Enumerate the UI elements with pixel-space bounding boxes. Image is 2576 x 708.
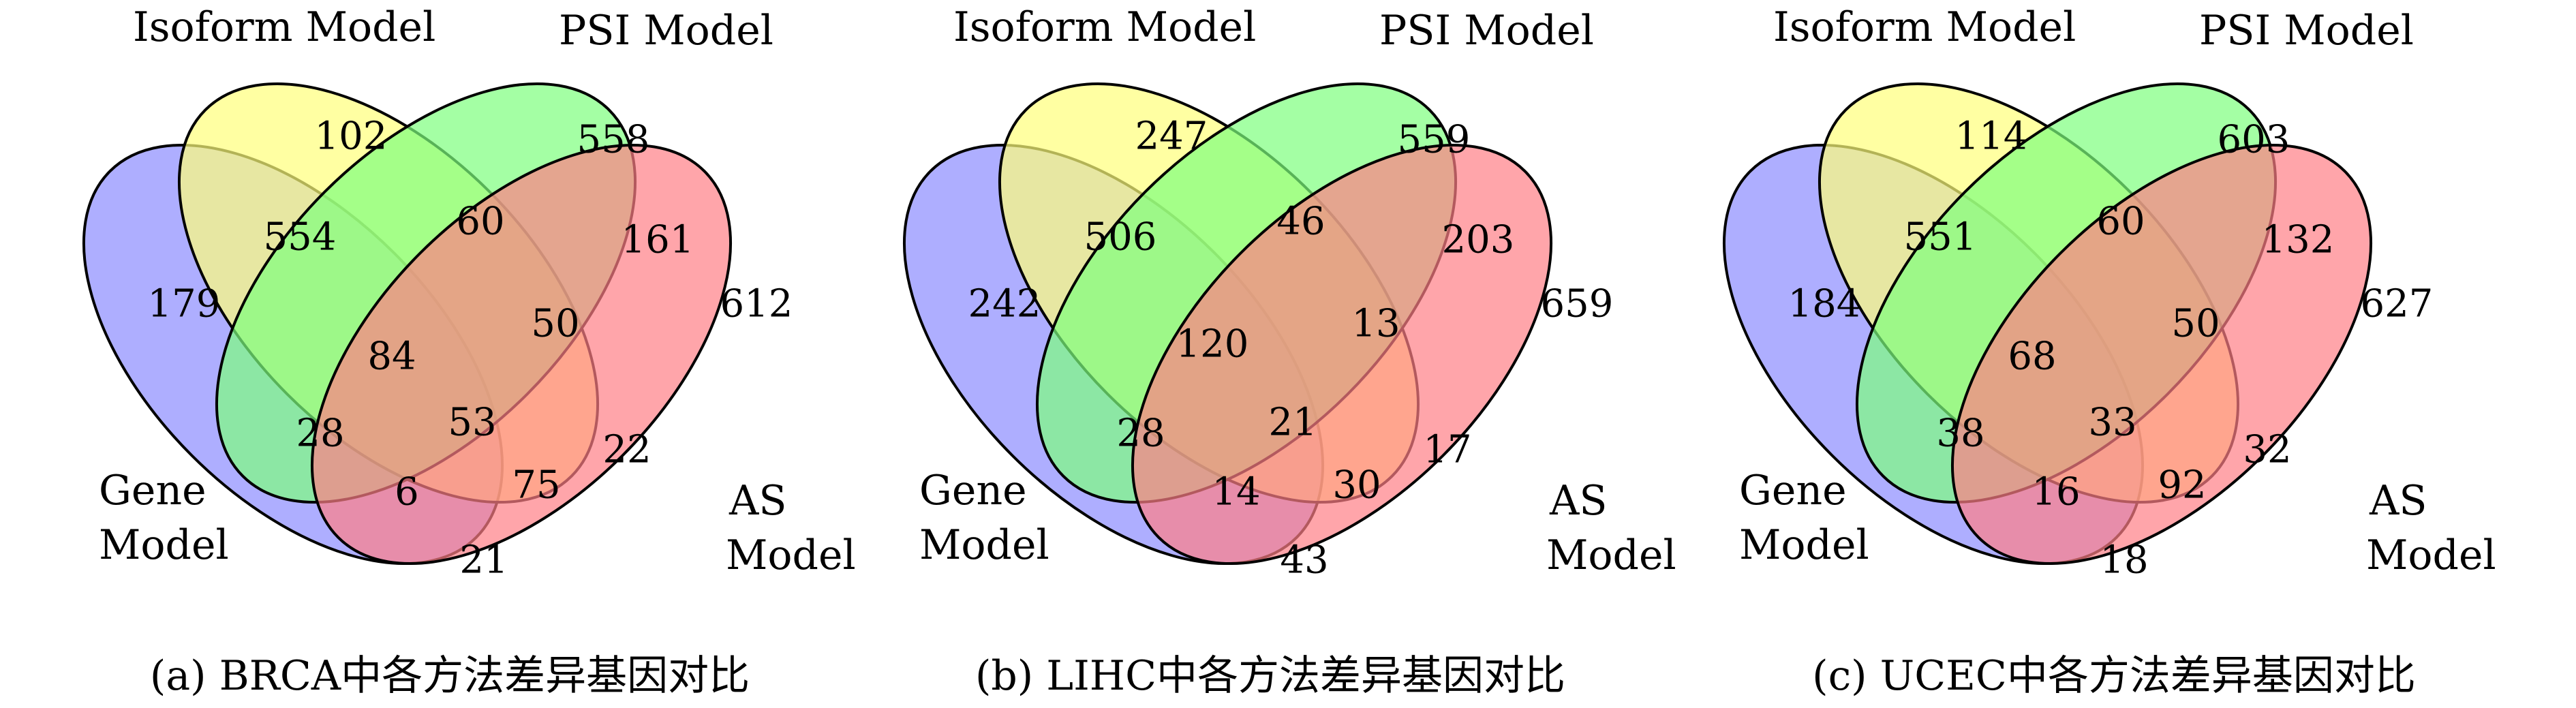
count-psi-as: 203 [1442,218,1515,262]
as-model-label-line2: Model [726,532,856,579]
psi-model-label: PSI Model [2199,7,2414,55]
count-gene-only: 242 [968,282,1041,326]
count-isoform-psi-as: 50 [531,302,579,346]
psi-model-label: PSI Model [559,7,773,55]
gene-model-label-line2: Model [99,521,229,569]
count-gene-as: 43 [1280,538,1328,583]
count-gene-isoform-as: 92 [2158,463,2206,508]
count-all-four: 53 [448,401,496,445]
caption: (a) BRCA中各方法差异基因对比 [150,652,750,700]
venn-panel-b: Isoform Model PSI Model Gene Model AS Mo… [902,3,1676,700]
count-psi-only: 558 [577,118,650,162]
count-gene-psi: 38 [1936,412,1984,456]
count-psi-as: 132 [2262,218,2335,262]
as-model-label-line2: Model [2366,532,2496,579]
count-gene-psi-as: 16 [2031,470,2080,514]
count-as-only: 612 [720,282,793,326]
count-gene-isoform-as: 30 [1332,463,1381,508]
venn-panel-a: Isoform Model PSI Model Gene Model AS Mo… [82,3,856,700]
count-isoform-only: 114 [1955,114,2028,159]
count-gene-isoform: 506 [1084,215,1157,260]
count-gene-only: 179 [148,282,221,326]
count-isoform-psi-as: 50 [2171,302,2220,346]
as-model-label-line1: AS [729,477,786,525]
count-gene-psi-as: 14 [1212,470,1260,514]
venn-panel-c: Isoform Model PSI Model Gene Model AS Mo… [1722,3,2496,700]
count-psi-as: 161 [622,218,694,262]
gene-model-label-line1: Gene [919,467,1027,514]
count-isoform-psi: 60 [2096,200,2145,244]
count-gene-isoform-psi: 84 [367,335,416,379]
gene-model-label-line1: Gene [99,467,206,514]
count-isoform-psi: 46 [1276,200,1325,244]
count-as-only: 659 [1541,282,1614,326]
as-model-label-line2: Model [1546,532,1676,579]
as-model-label-line1: AS [2369,477,2427,525]
count-gene-psi: 28 [296,412,344,456]
count-isoform-only: 247 [1135,114,1208,159]
as-model-ellipse [310,143,733,566]
count-isoform-as: 32 [2243,428,2291,472]
caption: (b) LIHC中各方法差异基因对比 [975,652,1565,700]
isoform-model-label: Isoform Model [1773,3,2076,51]
isoform-model-label: Isoform Model [953,3,1256,51]
as-model-ellipse [1131,143,1553,566]
count-gene-psi: 28 [1116,412,1165,456]
count-all-four: 33 [2088,401,2136,445]
count-gene-isoform-psi: 68 [2008,335,2056,379]
as-model-label-line1: AS [1549,477,1607,525]
count-isoform-only: 102 [315,114,388,159]
gene-model-label-line2: Model [1739,521,1869,569]
count-isoform-psi-as: 13 [1351,302,1400,346]
count-gene-isoform-as: 75 [512,463,560,508]
count-gene-as: 21 [459,538,508,583]
count-gene-isoform-psi: 120 [1176,322,1249,367]
psi-model-label: PSI Model [1379,7,1594,55]
count-isoform-as: 17 [1423,428,1471,472]
count-psi-only: 559 [1398,118,1471,162]
caption: (c) UCEC中各方法差异基因对比 [1812,652,2416,700]
count-psi-only: 603 [2218,118,2290,162]
gene-model-label-line1: Gene [1739,467,1847,514]
as-model-ellipse [1950,143,2373,566]
count-gene-isoform: 554 [264,215,337,260]
count-all-four: 21 [1268,401,1317,445]
count-gene-only: 184 [1788,282,1861,326]
isoform-model-label: Isoform Model [133,3,435,51]
count-gene-psi-as: 6 [395,470,419,514]
count-isoform-psi: 60 [456,200,504,244]
count-gene-isoform: 551 [1904,215,1977,260]
count-isoform-as: 22 [602,428,651,472]
count-gene-as: 18 [2100,538,2148,583]
gene-model-label-line2: Model [919,521,1049,569]
count-as-only: 627 [2361,282,2434,326]
